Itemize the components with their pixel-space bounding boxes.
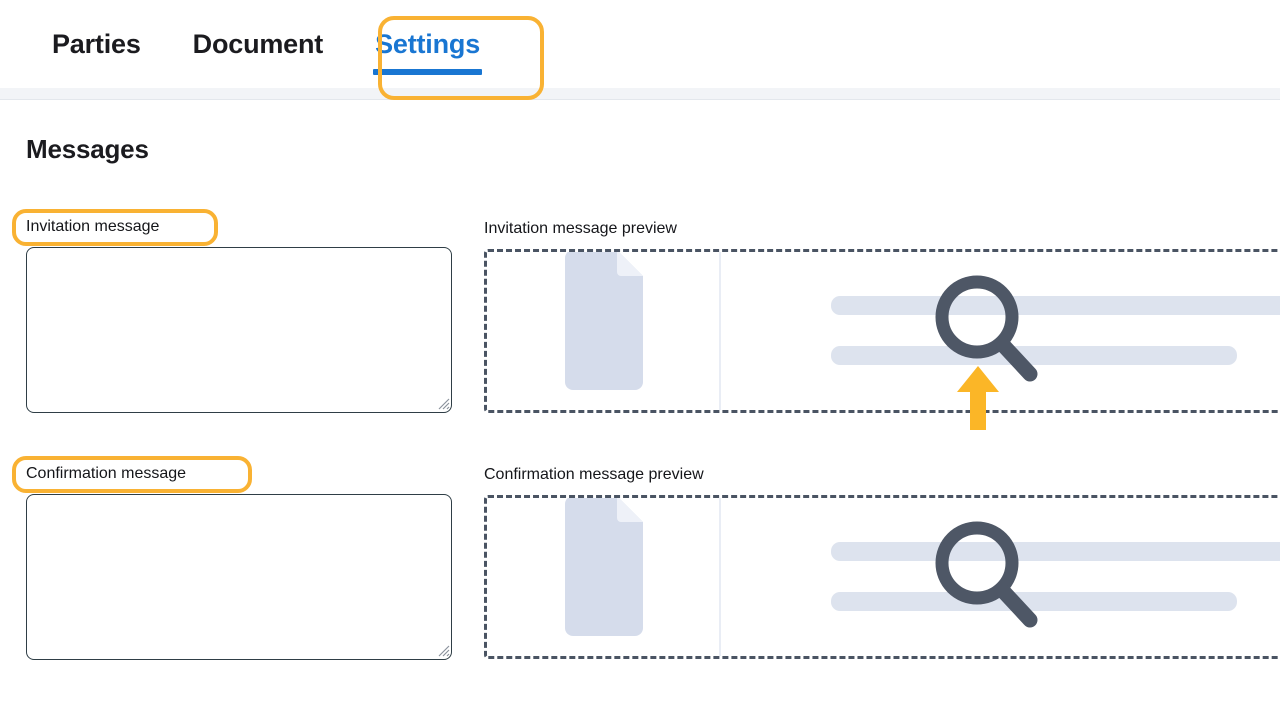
- tab-settings-label: Settings: [375, 29, 481, 59]
- tab-bar: Parties Document Settings: [0, 0, 1280, 88]
- tab-document-label: Document: [192, 29, 324, 59]
- tab-settings[interactable]: Settings: [349, 0, 506, 88]
- confirmation-message-label: Confirmation message: [26, 465, 187, 482]
- page-title: Messages: [26, 134, 149, 164]
- confirmation-preview-box: [484, 495, 1280, 659]
- confirmation-preview-label: Confirmation message preview: [484, 466, 704, 483]
- document-placeholder-icon: [565, 252, 643, 390]
- skeleton-bar: [831, 296, 1280, 315]
- tab-list: Parties Document Settings: [26, 0, 506, 88]
- tab-active-underline: [373, 69, 483, 75]
- invitation-preview-box: [484, 249, 1280, 413]
- preview-divider: [719, 498, 721, 656]
- invitation-message-label: Invitation message: [26, 218, 160, 235]
- confirmation-message-input[interactable]: [26, 494, 452, 660]
- tab-document[interactable]: Document: [167, 0, 349, 88]
- document-placeholder-icon: [565, 498, 643, 636]
- skeleton-bar: [831, 542, 1280, 561]
- arrow-up-icon: [957, 366, 999, 430]
- header-divider: [0, 88, 1280, 100]
- invitation-preview-label: Invitation message preview: [484, 220, 677, 237]
- invitation-message-input[interactable]: [26, 247, 452, 413]
- preview-divider: [719, 252, 721, 410]
- tab-parties[interactable]: Parties: [26, 0, 167, 88]
- skeleton-bar: [831, 592, 1237, 611]
- skeleton-bar: [831, 346, 1237, 365]
- tab-parties-label: Parties: [52, 29, 141, 59]
